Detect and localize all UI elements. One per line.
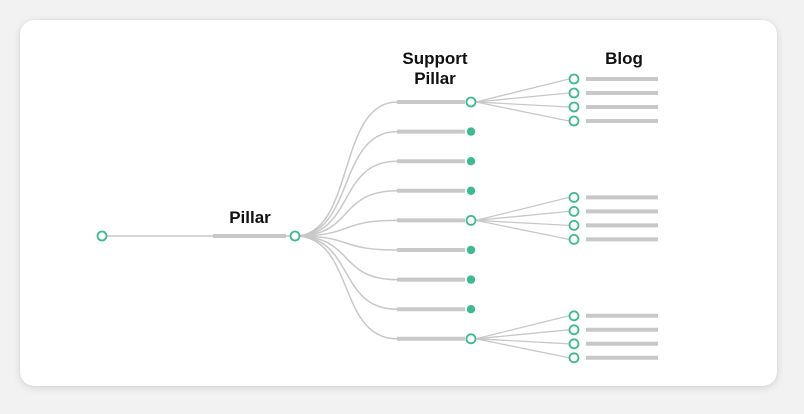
blog-node [568, 191, 580, 203]
pillar-connector [294, 235, 398, 340]
pillar-node [289, 230, 301, 242]
blog-connector [475, 338, 570, 345]
blog-connector [475, 338, 570, 359]
blog-node [568, 101, 580, 113]
blog-node [568, 87, 580, 99]
pillar-connector [294, 235, 398, 310]
blog-connector [475, 101, 570, 122]
support-pillar-label: Support Pillar [402, 49, 468, 88]
support-pillar-node [466, 245, 476, 255]
blog-connector [475, 315, 570, 340]
blog-connector [475, 92, 570, 103]
root-node [96, 230, 108, 242]
blog-node [568, 338, 580, 350]
blog-node [568, 205, 580, 217]
blog-connector [475, 210, 570, 222]
blog-node [568, 324, 580, 336]
support-pillar-node [465, 214, 477, 226]
blog-node [568, 73, 580, 85]
pillar-connector [294, 219, 398, 237]
pillar-connector [294, 190, 398, 237]
support-pillar-node [465, 333, 477, 345]
blog-connector [475, 101, 570, 108]
pillar-label: Pillar [229, 208, 271, 227]
blog-node [568, 352, 580, 364]
support-pillar-node [466, 275, 476, 284]
pillar-connector [294, 235, 398, 251]
blog-node [568, 310, 580, 322]
blog-label: Blog [605, 49, 643, 68]
support-pillar-node [465, 96, 477, 108]
support-pillar-node [466, 157, 476, 166]
blog-node [568, 219, 580, 231]
blog-node [568, 115, 580, 127]
support-pillar-node [466, 305, 476, 314]
blog-connector [475, 196, 570, 222]
support-pillar-node [466, 186, 476, 195]
pillar-connector [294, 160, 398, 237]
blog-node [568, 233, 580, 245]
blog-connector [475, 78, 570, 103]
blog-connector [475, 329, 570, 340]
pillar-connector [294, 130, 398, 237]
pillar-connector [294, 235, 398, 281]
support-pillar-node [466, 127, 476, 136]
blog-connector [475, 219, 570, 227]
blog-connector [475, 219, 570, 241]
pillar-connector [294, 101, 398, 237]
